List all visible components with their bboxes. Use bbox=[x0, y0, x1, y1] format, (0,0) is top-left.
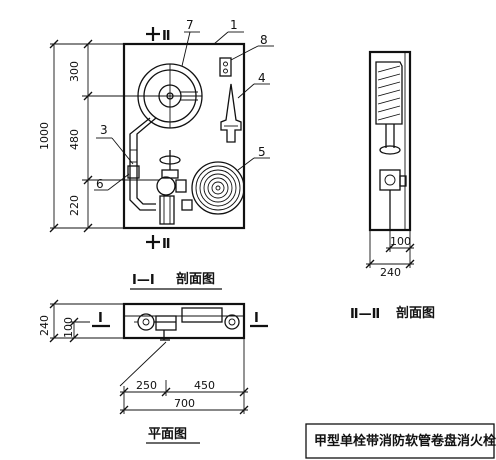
section-view: Ⅱ Ⅱ 300 480 220 1000 bbox=[38, 18, 274, 290]
plan-valve bbox=[134, 313, 177, 341]
plan-section-mark-right: Ⅰ bbox=[250, 311, 268, 328]
title-block: 甲型单栓带消防软管卷盘消火栓箱 bbox=[305, 423, 496, 459]
section-mark-top: Ⅱ bbox=[146, 27, 171, 44]
side-dim-100: 100 bbox=[390, 235, 411, 248]
side-caption-text: 剖面图 bbox=[396, 305, 435, 321]
title-block-text: 甲型单栓带消防软管卷盘消火栓箱 bbox=[314, 433, 496, 449]
callout-3: 3 bbox=[100, 123, 108, 137]
section-caption-roman: Ⅰ—Ⅰ bbox=[132, 273, 155, 288]
section-caption-text: 剖面图 bbox=[176, 271, 215, 287]
section-mark-top-label: Ⅱ bbox=[162, 29, 171, 44]
callout-5: 5 bbox=[258, 145, 266, 159]
section-mark-bottom-label: Ⅱ bbox=[162, 237, 171, 252]
plan-cabinet-outline bbox=[122, 302, 246, 340]
plan-section-mark-right-label: Ⅰ bbox=[254, 311, 259, 326]
plan-caption: 平面图 bbox=[146, 427, 200, 444]
plan-section-mark-left-label: Ⅰ bbox=[98, 311, 103, 326]
callout-4: 4 bbox=[258, 71, 266, 85]
plan-view: Ⅰ Ⅰ 240 100 bbox=[38, 299, 268, 444]
dim-220: 220 bbox=[68, 195, 81, 216]
section-caption: Ⅰ—Ⅰ 剖面图 bbox=[130, 271, 222, 290]
side-dimensions: 100 240 bbox=[365, 230, 415, 279]
plan-hose-end bbox=[224, 314, 240, 330]
side-reel bbox=[375, 61, 403, 148]
plan-dim-450: 450 bbox=[194, 379, 215, 392]
dim-1000: 1000 bbox=[38, 122, 51, 150]
hydrant-valve bbox=[156, 150, 187, 225]
dim-300: 300 bbox=[68, 61, 81, 82]
dim-480: 480 bbox=[68, 129, 81, 150]
callout-7: 7 bbox=[186, 18, 194, 32]
callout-6: 6 bbox=[96, 177, 104, 191]
callouts: 1 7 8 4 5 3 6 bbox=[94, 18, 274, 191]
hose-reel bbox=[137, 63, 203, 129]
side-dim-240: 240 bbox=[380, 266, 401, 279]
side-valve bbox=[379, 145, 407, 230]
valve-tag bbox=[219, 57, 232, 77]
plan-dim-700: 700 bbox=[174, 397, 195, 410]
vertical-dimensions: 300 480 220 1000 bbox=[38, 39, 160, 233]
side-view: 100 240 Ⅱ—Ⅱ 剖面图 bbox=[350, 50, 435, 322]
plan-caption-text: 平面图 bbox=[148, 427, 187, 442]
side-caption: Ⅱ—Ⅱ 剖面图 bbox=[350, 305, 435, 322]
section-mark-bottom: Ⅱ bbox=[146, 235, 171, 252]
cabinet-outline bbox=[122, 42, 246, 230]
callout-8: 8 bbox=[260, 33, 268, 47]
plan-dim-240: 240 bbox=[38, 315, 51, 336]
plan-reel bbox=[181, 307, 223, 323]
plan-section-mark-left: Ⅰ bbox=[92, 311, 110, 328]
plan-vertical-dimensions: 240 100 bbox=[38, 299, 124, 343]
spray-nozzle bbox=[220, 83, 242, 143]
plan-dim-250: 250 bbox=[136, 379, 157, 392]
coiled-hose bbox=[181, 161, 245, 215]
plan-dim-100: 100 bbox=[62, 317, 75, 338]
side-caption-roman: Ⅱ—Ⅱ bbox=[350, 307, 380, 322]
title-block-frame bbox=[305, 423, 495, 459]
plan-horizontal-dimensions: 250 450 700 bbox=[119, 338, 249, 415]
supply-pipe bbox=[127, 117, 157, 211]
callout-1: 1 bbox=[230, 18, 238, 32]
